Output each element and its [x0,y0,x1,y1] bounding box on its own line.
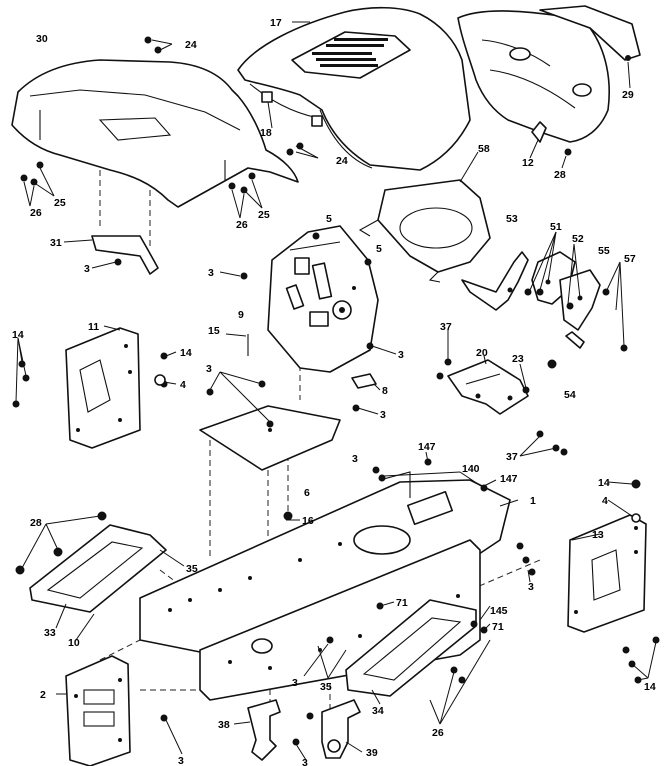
part-battery-tray [358,179,491,283]
callout-3: 3 [398,349,404,361]
part-pedal-brackets [461,251,601,349]
callout-26: 26 [30,207,42,219]
callout-25: 25 [54,197,66,209]
callout-31: 31 [50,237,62,249]
callout-57: 57 [624,253,636,265]
callout-52: 52 [572,233,584,245]
callout-3: 3 [302,757,308,766]
part-rear-fender [11,59,299,208]
callout-34: 34 [372,705,384,717]
callout-16: 16 [302,515,314,527]
callout-28: 28 [30,517,42,529]
callout-14: 14 [644,681,656,693]
part-front-panel [65,655,131,766]
callout-35: 35 [186,563,198,575]
part-bracket-31 [91,235,159,275]
part-hood-rear [457,5,641,143]
callout-3: 3 [352,453,358,465]
part-mount-bracket [447,359,529,415]
callout-3: 3 [528,581,534,593]
part-left-footrest [29,524,167,613]
callout-71: 71 [396,597,408,609]
callout-3: 3 [84,263,90,275]
callout-5: 5 [326,213,332,225]
callout-17: 17 [270,17,282,29]
callout-3: 3 [380,409,386,421]
callout-26: 26 [236,219,248,231]
callout-3: 3 [208,267,214,279]
callout-5: 5 [376,243,382,255]
callout-140: 140 [462,463,480,475]
callout-3: 3 [292,677,298,689]
callout-13: 13 [592,529,604,541]
part-lower-brackets [247,699,361,761]
callout-20: 20 [476,347,488,359]
part-hood-clip [531,121,572,156]
part-hood [237,6,471,171]
callout-54: 54 [564,389,576,401]
callout-10: 10 [68,637,80,649]
callout-9: 9 [238,309,244,321]
callout-6: 6 [304,487,310,499]
callout-147: 147 [500,473,518,485]
part-right-side-panel [567,514,647,633]
callout-71: 71 [492,621,504,633]
part-left-side-panel [65,327,141,449]
callout-3: 3 [206,363,212,375]
callout-51: 51 [550,221,562,233]
callout-3: 3 [178,755,184,766]
part-dash-panel [267,225,379,373]
part-floor-plate [199,405,341,471]
callout-labels: 30 24 17 29 18 24 12 28 26 25 26 25 58 5… [12,17,656,766]
callout-35: 35 [320,681,332,693]
callout-14: 14 [12,329,24,341]
callout-1: 1 [530,495,536,507]
callout-145: 145 [490,605,508,617]
callout-26: 26 [432,727,444,739]
callout-147: 147 [418,441,436,453]
leader-lines [15,21,657,761]
callout-33: 33 [44,627,56,639]
callout-15: 15 [208,325,220,337]
callout-37: 37 [506,451,518,463]
callout-28: 28 [554,169,566,181]
callout-38: 38 [218,719,230,731]
callout-14: 14 [598,477,610,489]
callout-25: 25 [258,209,270,221]
callout-4: 4 [180,379,186,391]
callout-37: 37 [440,321,452,333]
callout-4: 4 [602,495,608,507]
fastener-hardware [12,36,660,746]
callout-23: 23 [512,353,524,365]
callout-29: 29 [622,89,634,101]
callout-53: 53 [506,213,518,225]
callout-2: 2 [40,689,46,701]
callout-39: 39 [366,747,378,759]
callout-55: 55 [598,245,610,257]
callout-11: 11 [88,321,99,333]
callout-24: 24 [336,155,348,167]
callout-14: 14 [180,347,192,359]
part-main-frame [139,471,511,701]
callout-58: 58 [478,143,490,155]
callout-12: 12 [522,157,534,169]
callout-8: 8 [382,385,388,397]
callout-24: 24 [185,39,197,51]
callout-18: 18 [260,127,272,139]
callout-30: 30 [36,33,48,45]
